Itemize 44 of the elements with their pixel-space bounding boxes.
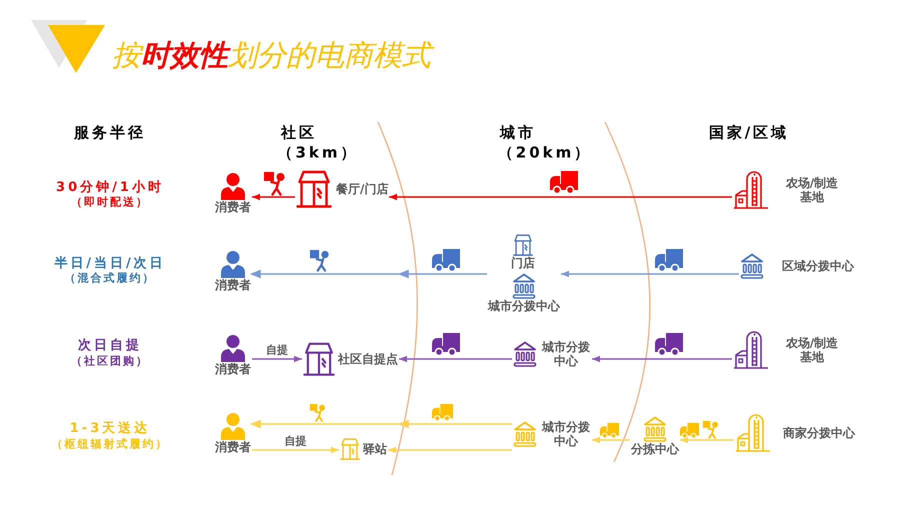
arrow bbox=[251, 420, 513, 428]
edge-label: 自提 bbox=[284, 434, 308, 448]
icon-label: 消费者 bbox=[215, 278, 251, 292]
column-heading: （20km） bbox=[498, 144, 592, 162]
arrow bbox=[592, 436, 630, 444]
arrow bbox=[251, 270, 488, 278]
arrow bbox=[561, 270, 739, 278]
icon-label: 农场/制造基地 bbox=[784, 176, 840, 204]
icon-label: 消费者 bbox=[215, 440, 251, 454]
arrow bbox=[399, 356, 512, 362]
column-heading: 社区 bbox=[281, 124, 317, 142]
arrow bbox=[252, 194, 295, 200]
row-heading: 半日/当日/次日 bbox=[54, 255, 166, 272]
icon-label: 城市分拨中心 bbox=[488, 299, 560, 313]
icon-label: 农场/制造基地 bbox=[784, 336, 840, 364]
icon-label: 城市分拨中心 bbox=[541, 420, 591, 448]
icon-label: 门店 bbox=[511, 256, 535, 270]
icon-label: 驿站 bbox=[363, 442, 387, 456]
icon-label: 消费者 bbox=[215, 362, 251, 376]
icon-label: 商家分拨中心 bbox=[783, 426, 855, 440]
arrow bbox=[389, 194, 732, 200]
column-heading: 服务半径 bbox=[74, 124, 146, 142]
row-subheading: （即时配送） bbox=[71, 194, 149, 210]
row-subheading: （社区团购） bbox=[71, 354, 149, 368]
arrow bbox=[388, 446, 512, 454]
row-subheading: （枢纽辐射式履约） bbox=[52, 436, 168, 452]
row-heading: 30分钟/1小时 bbox=[56, 179, 164, 196]
icon-label: 社区自提点 bbox=[338, 352, 398, 366]
icon-label: 区域分拨中心 bbox=[782, 259, 854, 273]
row-subheading: （混合式履约） bbox=[64, 270, 156, 286]
column-heading: 城市 bbox=[500, 124, 536, 142]
icon-label: 分拣中心 bbox=[631, 442, 679, 456]
arrow bbox=[592, 356, 732, 362]
arrow bbox=[252, 356, 302, 362]
icon-label: 城市分拨中心 bbox=[541, 340, 591, 368]
icon-label: 餐厅/门店 bbox=[336, 182, 388, 196]
column-heading: （3km） bbox=[277, 144, 359, 162]
arrow bbox=[252, 446, 339, 454]
arrow bbox=[680, 436, 734, 444]
column-heading: 国家/区域 bbox=[708, 124, 790, 142]
row-heading: 1-3天送达 bbox=[70, 420, 150, 437]
icon-label: 消费者 bbox=[215, 200, 251, 214]
edge-label: 自提 bbox=[265, 344, 289, 356]
row-heading: 次日自提 bbox=[78, 337, 142, 354]
